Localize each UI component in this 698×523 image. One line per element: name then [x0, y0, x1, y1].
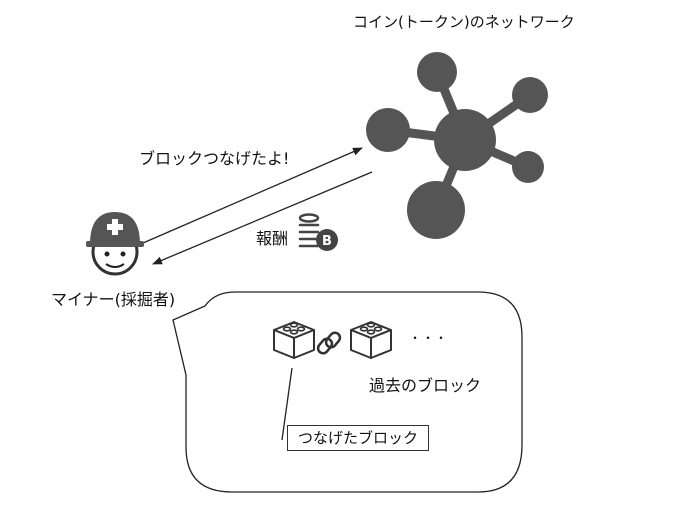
reward-arrow — [152, 171, 373, 265]
block-cube-icon — [273, 321, 315, 359]
message-label: ブロックつなげたよ! — [139, 149, 290, 168]
svg-text:B: B — [322, 234, 332, 249]
miner-label: マイナー(採掘者) — [51, 290, 176, 309]
reward-label: 報酬 — [256, 229, 289, 248]
coin-stack-bitcoin-icon: B — [298, 213, 338, 251]
chain-link-icon — [316, 331, 342, 355]
network-title: コイン(トークン)のネットワーク — [353, 13, 575, 31]
message-arrow — [142, 147, 363, 244]
miner-helmet-icon — [86, 212, 144, 276]
speech-bubble — [172, 291, 523, 493]
block-cube-icon — [350, 321, 392, 359]
ellipsis: ・・・ — [409, 331, 449, 345]
pointer-line — [281, 367, 293, 441]
connected-block-label: つなげたブロック — [287, 425, 429, 451]
past-blocks-label: 過去のブロック — [369, 376, 482, 395]
network-hub-icon — [366, 52, 548, 239]
